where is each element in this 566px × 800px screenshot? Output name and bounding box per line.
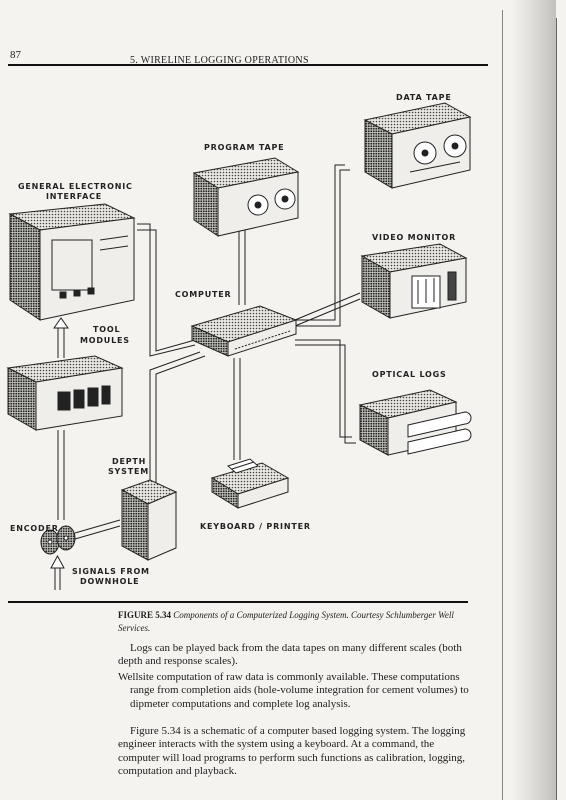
label-system: SYSTEM <box>108 467 149 476</box>
running-head: 5. WIRELINE LOGGING OPERATIONS <box>130 55 309 66</box>
label-signals-from: SIGNALS FROM <box>72 567 150 576</box>
arrowhead-tool-modules <box>53 317 69 329</box>
header-rule <box>8 64 488 66</box>
body-text: Logs can be played back from the data ta… <box>118 642 470 779</box>
general-electronic-interface-unit <box>8 203 136 321</box>
tool-modules-unit <box>6 355 124 431</box>
label-program-tape: PROGRAM TAPE <box>204 143 284 152</box>
label-interface: INTERFACE <box>46 192 102 201</box>
paragraph-3: Figure 5.34 is a schematic of a computer… <box>118 725 466 778</box>
label-keyboard-printer: KEYBOARD / PRINTER <box>200 522 311 531</box>
program-tape-unit <box>192 157 300 237</box>
page-edge-line-outer <box>556 18 557 800</box>
video-monitor-unit <box>360 243 468 319</box>
page-number: 87 <box>10 49 21 61</box>
page-edge-line <box>502 10 503 800</box>
encoder-unit <box>40 525 76 555</box>
computer-unit <box>190 305 298 357</box>
logging-system-diagram: DATA TAPE PROGRAM TAPE GENERAL ELECTRONI… <box>6 93 472 590</box>
label-downhole: DOWNHOLE <box>80 577 139 586</box>
figure-rule <box>8 601 468 603</box>
label-data-tape: DATA TAPE <box>396 93 452 102</box>
optical-logs-unit <box>358 389 472 456</box>
data-tape-unit <box>363 102 472 189</box>
paragraph-1: Logs can be played back from the data ta… <box>118 642 462 668</box>
label-tool: TOOL <box>93 325 120 334</box>
figure-caption-text: Components of a Computerized Logging Sys… <box>118 610 454 633</box>
label-computer: COMPUTER <box>175 290 231 299</box>
label-video-monitor: VIDEO MONITOR <box>372 233 456 242</box>
label-general-electronic: GENERAL ELECTRONIC <box>18 182 133 191</box>
page-edge-shadow <box>510 0 556 800</box>
depth-system-unit <box>120 479 178 561</box>
label-encoder: ENCODER <box>10 524 59 533</box>
figure-caption: FIGURE 5.34 Components of a Computerized… <box>118 609 468 635</box>
paragraph-2: Wellsite computation of raw data is comm… <box>118 670 469 710</box>
label-depth: DEPTH <box>112 457 146 466</box>
label-optical-logs: OPTICAL LOGS <box>372 370 447 379</box>
figure-number: FIGURE 5.34 <box>118 610 172 620</box>
connection-lines <box>54 164 361 590</box>
label-modules: MODULES <box>80 336 130 345</box>
keyboard-printer-unit <box>210 458 290 509</box>
arrowhead-signals <box>50 554 65 569</box>
